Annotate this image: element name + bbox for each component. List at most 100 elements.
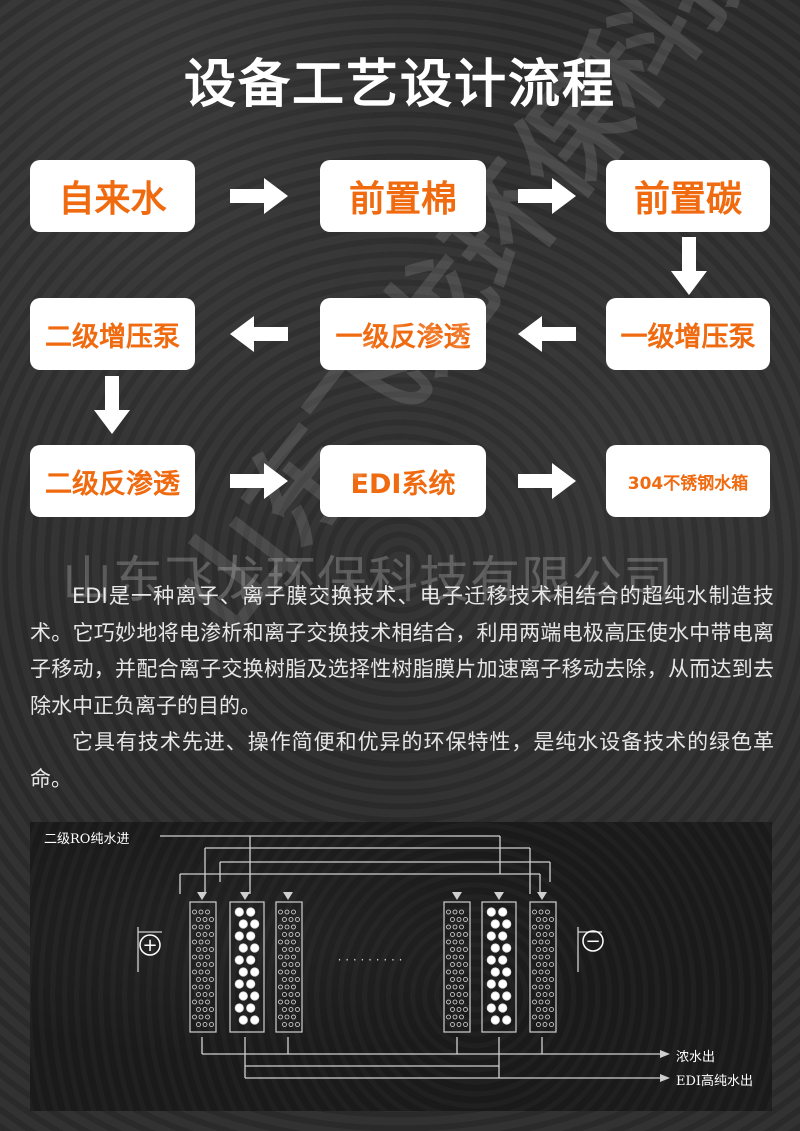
column-ellipsis: · · · · · · · · · — [338, 953, 403, 967]
resin-bead — [446, 909, 451, 915]
resin-bead — [446, 984, 451, 990]
resin-bead — [456, 962, 462, 967]
resin-bead — [446, 924, 451, 930]
resin-bead — [450, 1007, 455, 1012]
resin-bead — [450, 932, 455, 937]
resin-bead — [463, 917, 468, 922]
membrane-column — [189, 901, 217, 1033]
resin-bead — [463, 932, 468, 937]
resin-bead — [288, 977, 294, 982]
resin-bead — [246, 1003, 256, 1013]
resin-bead — [202, 917, 208, 922]
arrow-left-icon — [230, 316, 288, 352]
resin-bead — [282, 1007, 287, 1012]
resin-bead — [538, 939, 544, 945]
resin-bead — [192, 984, 197, 990]
resin-bead — [202, 992, 208, 997]
resin-bead — [545, 1014, 550, 1020]
resin-bead — [196, 1007, 201, 1012]
resin-bead — [549, 932, 554, 937]
membrane-column — [229, 901, 265, 1033]
resin-bead — [545, 909, 550, 915]
resin-bead — [278, 924, 283, 930]
resin-bead — [498, 907, 508, 917]
resin-bead — [246, 979, 256, 989]
resin-bead — [498, 979, 508, 989]
resin-bead — [538, 909, 544, 915]
resin-bead — [282, 917, 287, 922]
resin-bead — [234, 907, 244, 917]
resin-bead — [238, 967, 248, 977]
resin-bead — [446, 1014, 451, 1020]
resin-bead — [288, 992, 294, 997]
resin-bead — [205, 969, 210, 975]
resin-bead — [532, 909, 537, 915]
resin-bead — [456, 932, 462, 937]
resin-bead — [209, 1007, 214, 1012]
resin-bead — [295, 977, 300, 982]
resin-bead — [532, 984, 537, 990]
resin-bead — [205, 954, 210, 960]
resin-bead — [545, 969, 550, 975]
resin-bead — [536, 932, 541, 937]
resin-bead — [291, 999, 296, 1005]
resin-bead — [278, 954, 283, 960]
resin-bead — [502, 919, 512, 929]
resin-bead — [284, 909, 290, 915]
resin-bead — [291, 924, 296, 930]
resin-bead — [486, 955, 496, 965]
resin-bead — [278, 909, 283, 915]
resin-bead — [278, 969, 283, 975]
resin-bead — [198, 969, 204, 975]
resin-bead — [459, 909, 464, 915]
resin-bead — [459, 984, 464, 990]
resin-bead — [246, 931, 256, 941]
resin-bead — [192, 999, 197, 1005]
resin-bead — [198, 954, 204, 960]
resin-bead — [542, 992, 548, 997]
resin-bead — [238, 1015, 248, 1025]
resin-bead — [538, 999, 544, 1005]
resin-bead — [452, 969, 458, 975]
resin-bead — [288, 917, 294, 922]
resin-bead — [452, 939, 458, 945]
resin-bead — [532, 954, 537, 960]
resin-bead — [545, 939, 550, 945]
resin-bead — [284, 1014, 290, 1020]
resin-bead — [549, 947, 554, 952]
resin-bead — [446, 939, 451, 945]
resin-bead — [545, 924, 550, 930]
resin-bead — [536, 917, 541, 922]
resin-bead — [238, 919, 248, 929]
resin-bead — [209, 932, 214, 937]
edi-schematic: + − · · · · · · · · · — [137, 835, 670, 1082]
resin-bead — [282, 992, 287, 997]
resin-bead — [246, 955, 256, 965]
resin-bead — [542, 932, 548, 937]
resin-bead — [295, 1022, 300, 1027]
resin-bead — [452, 954, 458, 960]
arrow-left-icon — [518, 316, 576, 352]
resin-bead — [234, 931, 244, 941]
resin-bead — [532, 939, 537, 945]
product-outlet-label: EDI高纯水出 — [676, 1074, 754, 1089]
resin-bead — [463, 1022, 468, 1027]
resin-bead — [446, 954, 451, 960]
resin-bead — [288, 947, 294, 952]
resin-bead — [549, 962, 554, 967]
step-carbon-filter: 前置碳 — [606, 160, 770, 232]
resin-bead — [205, 984, 210, 990]
resin-bead — [502, 943, 512, 953]
resin-bead — [456, 992, 462, 997]
arrow-right-icon — [230, 463, 288, 499]
resin-bead — [196, 932, 201, 937]
resin-bead — [549, 1007, 554, 1012]
resin-bead — [192, 909, 197, 915]
resin-bead — [202, 977, 208, 982]
resin-bead — [490, 943, 500, 953]
step-stainless-tank: 304不锈钢水箱 — [606, 445, 770, 517]
step-secondary-ro: 二级反渗透 — [30, 445, 195, 517]
resin-bead — [456, 917, 462, 922]
resin-bead — [459, 1014, 464, 1020]
resin-bead — [450, 962, 455, 967]
